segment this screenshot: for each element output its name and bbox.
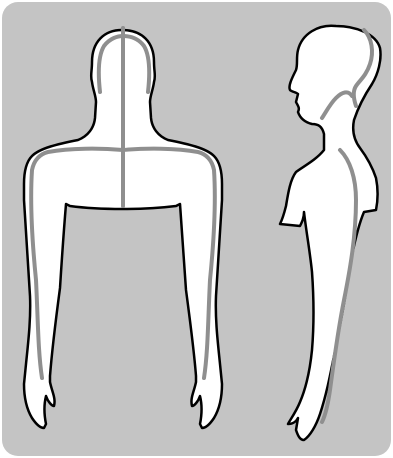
diagram-panel xyxy=(0,0,393,458)
figure-container xyxy=(0,0,393,458)
